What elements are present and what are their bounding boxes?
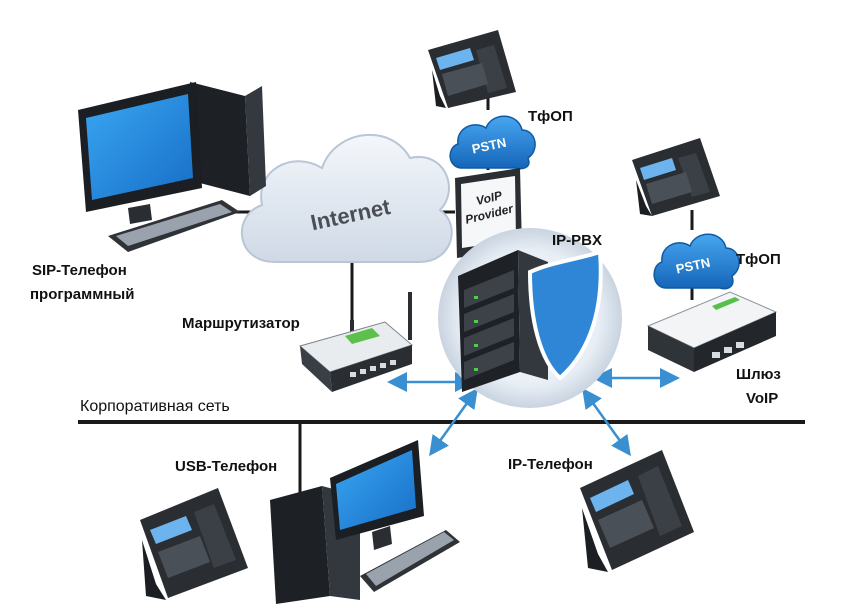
arrow-pbx-ipphone: [582, 387, 631, 457]
usb-phone-label: USB-Телефон: [175, 458, 278, 475]
desk-phone-top-icon: [428, 30, 516, 108]
voip-gateway-icon: [646, 291, 778, 372]
pbx-arrows: [387, 368, 680, 457]
desk-phone-right-icon: [632, 138, 720, 216]
gateway-label-line1: Шлюз: [736, 366, 781, 383]
usb-computer-icon: [270, 440, 460, 604]
pstn-right-label: PSTN: [675, 255, 712, 277]
ip-pbx-icon: [438, 228, 622, 408]
voip-provider-label-line1: VoIP: [475, 188, 505, 208]
gateway-label-line2: VoIP: [746, 390, 779, 407]
arrow-pbx-usb: [429, 387, 478, 457]
sip-softphone-label-line2: программный: [30, 286, 135, 303]
ip-pbx-label: IP-PBX: [552, 232, 603, 249]
pstn-cloud-top-icon: [449, 115, 536, 170]
usb-desk-phone-icon: [140, 488, 248, 600]
sip-softphone-label-line1: SIP-Телефон: [32, 262, 127, 279]
router-icon: [298, 292, 414, 392]
pstn-top-label: PSTN: [471, 135, 508, 157]
corporate-network-label: Корпоративная сеть: [80, 398, 230, 415]
ip-phone-label: IP-Телефон: [508, 456, 593, 473]
ip-desk-phone-icon: [580, 450, 694, 572]
pstn-cloud-right-icon: [653, 233, 740, 290]
internet-cloud-icon: [240, 133, 453, 263]
router-label: Маршрутизатор: [182, 315, 300, 332]
shield-icon: [527, 249, 603, 381]
tfop-right-label: ТфОП: [736, 251, 781, 268]
softphone-computer-icon: [78, 82, 266, 252]
tfop-top-label: ТфОП: [528, 108, 573, 125]
